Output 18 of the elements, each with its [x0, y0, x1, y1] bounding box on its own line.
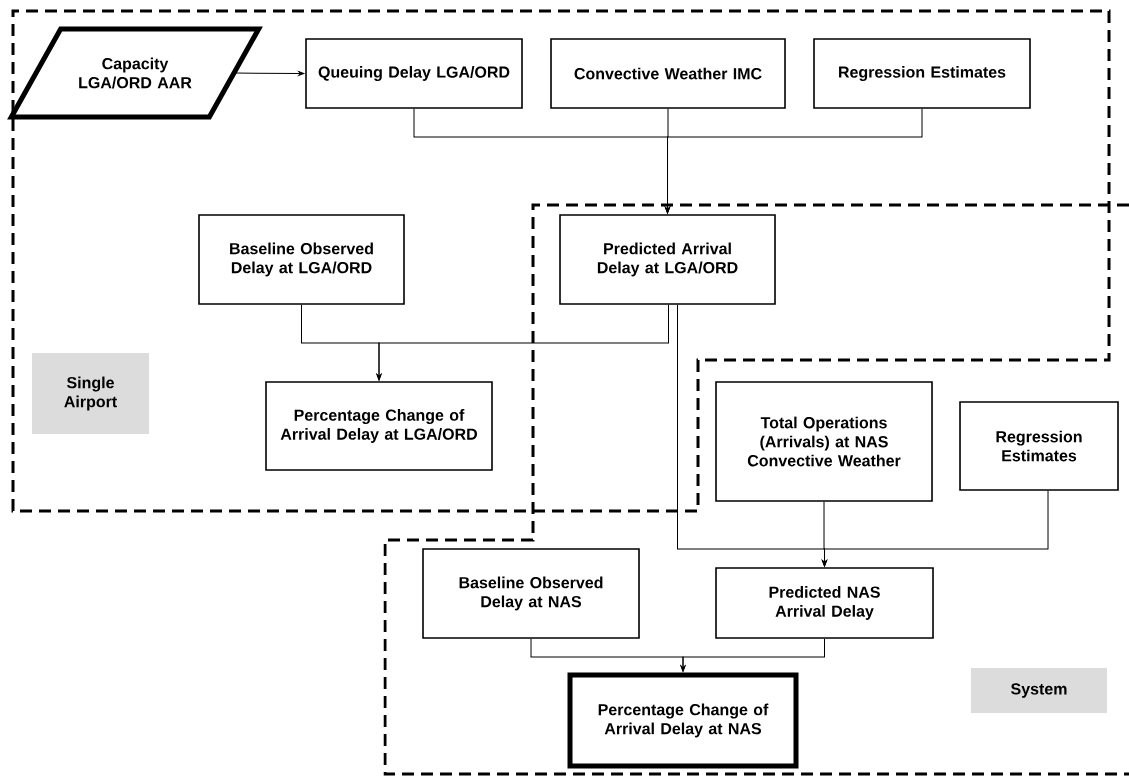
region-label: System: [971, 668, 1107, 713]
process-box: Percentage Change of Arrival Delay at LGA/ORD: [265, 381, 493, 471]
process-box: Regression Estimates: [959, 401, 1119, 491]
arrow: [822, 490, 1049, 567]
region-label: Single Airport: [32, 353, 149, 434]
arrow: [665, 108, 923, 214]
arrow: [376, 304, 669, 381]
arrow: [680, 638, 825, 672]
result-box: Percentage Change of Arrival Delay at NAS: [567, 672, 799, 769]
process-box: Total Operations (Arrivals) at NAS Convective Weather: [715, 381, 933, 502]
arrow: [233, 71, 305, 76]
process-box: Baseline Observed Delay at NAS: [422, 548, 640, 639]
process-box: Predicted Arrival Delay at LGA/ORD: [559, 214, 776, 305]
process-box: Queuing Delay LGA/ORD: [305, 38, 523, 109]
process-box: Convective Weather IMC: [550, 38, 786, 109]
process-box: Baseline Observed Delay at LGA/ORD: [198, 214, 405, 305]
process-box: Predicted NAS Arrival Delay: [715, 567, 934, 639]
process-box: Regression Estimates: [813, 38, 1031, 109]
